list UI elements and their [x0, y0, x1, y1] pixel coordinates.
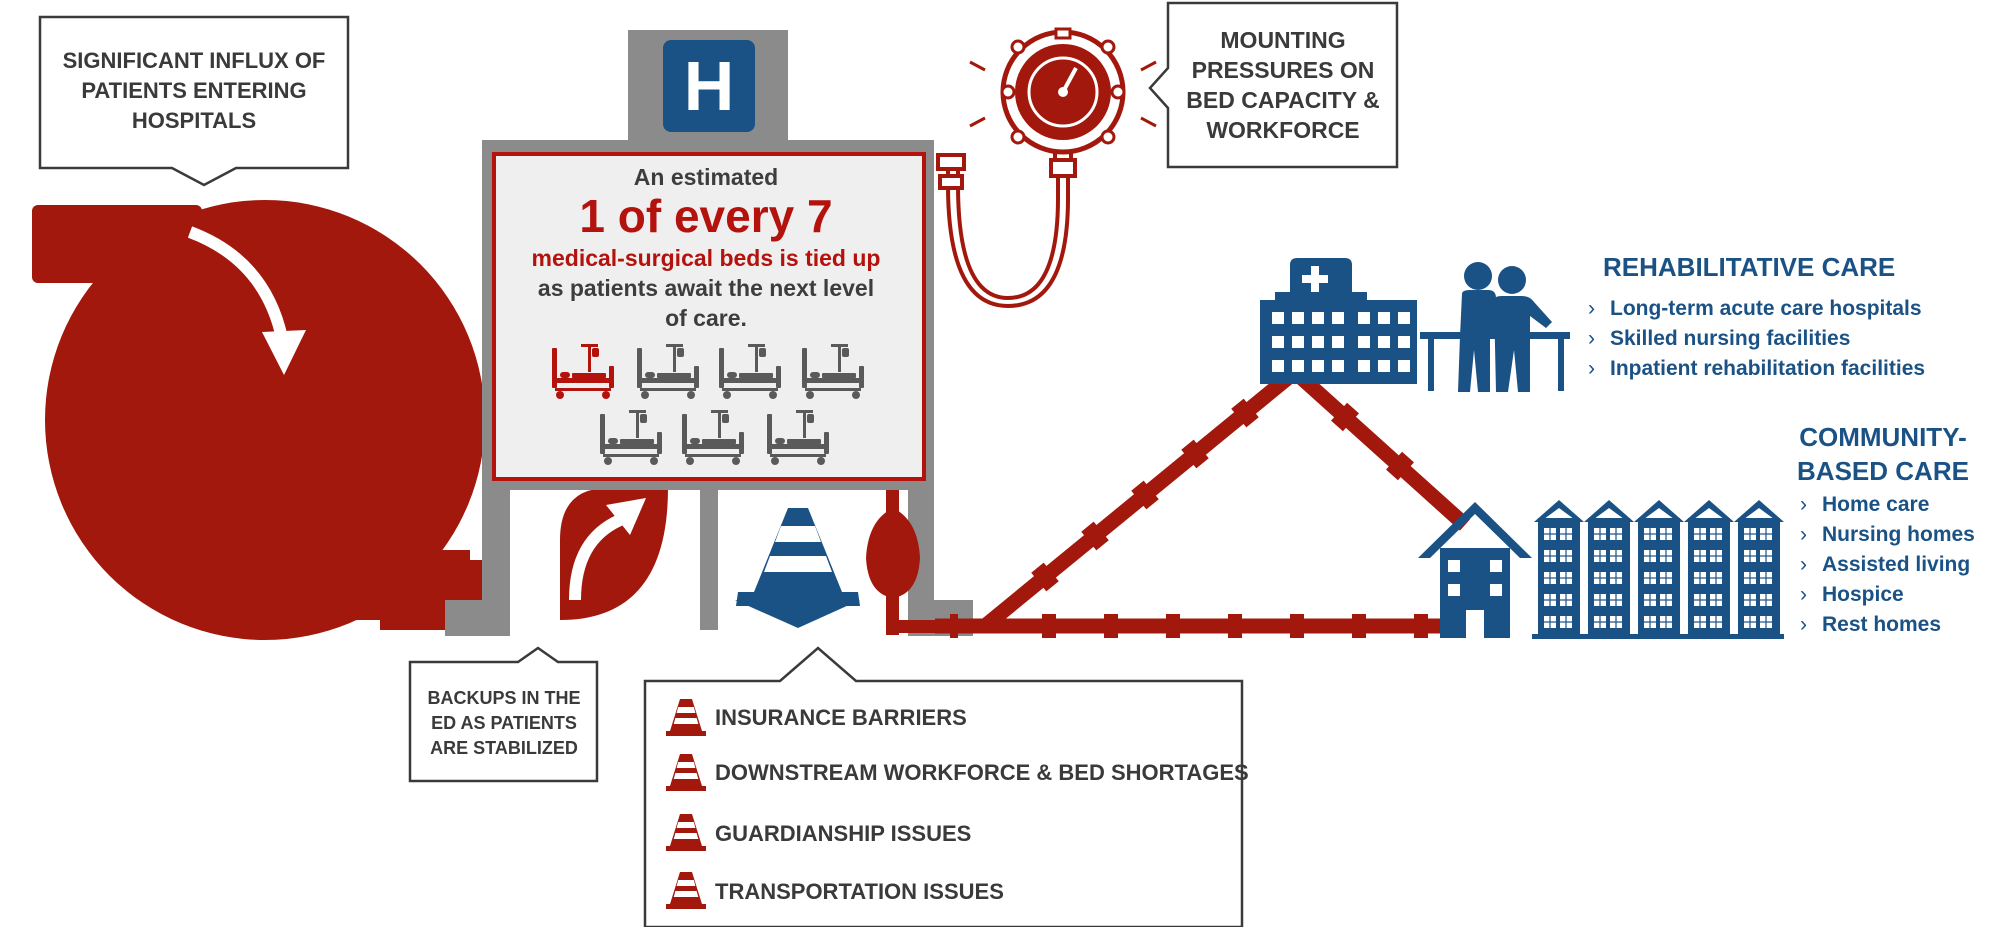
- house-icon: [1584, 500, 1634, 638]
- rehabilitative-care-list: ›Long-term acute care hospitals ›Skilled…: [1588, 294, 1925, 384]
- list-item: ›Rest homes: [1800, 610, 1975, 640]
- chevron-right-icon: ›: [1800, 613, 1807, 636]
- community-clinic-icon: [1418, 502, 1532, 638]
- chevron-right-icon: ›: [1588, 357, 1595, 380]
- chevron-right-icon: ›: [1588, 297, 1595, 320]
- sign-panel: [492, 152, 926, 481]
- list-item: ›Long-term acute care hospitals: [1588, 294, 1925, 324]
- flow-arrowhead-icon: [262, 330, 306, 375]
- sign-line-statistic: 1 of every 7: [579, 190, 833, 242]
- list-item: ›Inpatient rehabilitation facilities: [1588, 354, 1925, 384]
- houses: [1534, 500, 1784, 638]
- chevron-right-icon: ›: [1800, 493, 1807, 516]
- list-item: ›Nursing homes: [1800, 520, 1975, 550]
- callout-boxes: [38, 1, 1399, 927]
- barrier-workforce: DOWNSTREAM WORKFORCE & BED SHORTAGES: [715, 760, 1249, 785]
- pipe-joints: [950, 398, 1428, 638]
- list-item: ›Skilled nursing facilities: [1588, 324, 1925, 354]
- list-item: ›Assisted living: [1800, 550, 1975, 580]
- ed-arrow-icon: [569, 498, 646, 601]
- house-icon: [1634, 500, 1684, 638]
- chevron-right-icon: ›: [1800, 553, 1807, 576]
- sign-line-beds-tied: medical-surgical beds is tied up: [531, 245, 881, 271]
- rehab-hospital-icon: [1260, 258, 1417, 384]
- house-icon: [1534, 500, 1584, 638]
- pipe-network: [935, 366, 1471, 634]
- traffic-cone-icon: [735, 508, 860, 628]
- barrier-insurance: INSURANCE BARRIERS: [715, 705, 967, 730]
- pressure-gauge-icon: [936, 27, 1157, 309]
- list-item: ›Home care: [1800, 490, 1975, 520]
- callout-backups: BACKUPS IN THE ED AS PATIENTS ARE STABIL…: [427, 688, 581, 758]
- sign-line-await: as patients await the next level of care…: [537, 275, 875, 331]
- house-icon: [1734, 500, 1784, 638]
- rehabilitation-people-icon: [1420, 262, 1570, 392]
- sign-line-estimated: An estimated: [633, 164, 779, 190]
- chevron-right-icon: ›: [1800, 583, 1807, 606]
- pump-graphic: [32, 200, 668, 640]
- flow-arrow-icon: [187, 226, 288, 340]
- hospital-h-letter: H: [683, 47, 735, 125]
- chevron-right-icon: ›: [1800, 523, 1807, 546]
- pipeline: [866, 490, 941, 635]
- hospital-sign-text: An estimated 1 of every 7 medical-surgic…: [492, 155, 920, 333]
- rehabilitative-care-title: REHABILITATIVE CARE: [1603, 252, 1896, 282]
- callout-influx: SIGNIFICANT INFLUX OF PATIENTS ENTERING …: [62, 48, 326, 133]
- callout-pressures: MOUNTING PRESSURES ON BED CAPACITY & WOR…: [1186, 27, 1380, 143]
- house-icon: [1684, 500, 1734, 638]
- chevron-right-icon: ›: [1588, 327, 1595, 350]
- community-care-title: COMMUNITY- BASED CARE: [1797, 422, 1969, 486]
- hospital-h-badge: [663, 40, 755, 132]
- community-care-list: ›Home care ›Nursing homes ›Assisted livi…: [1800, 490, 1975, 640]
- list-item: ›Hospice: [1800, 580, 1975, 610]
- barrier-guardianship: GUARDIANSHIP ISSUES: [715, 821, 972, 846]
- barrier-transportation: TRANSPORTATION ISSUES: [715, 879, 1004, 904]
